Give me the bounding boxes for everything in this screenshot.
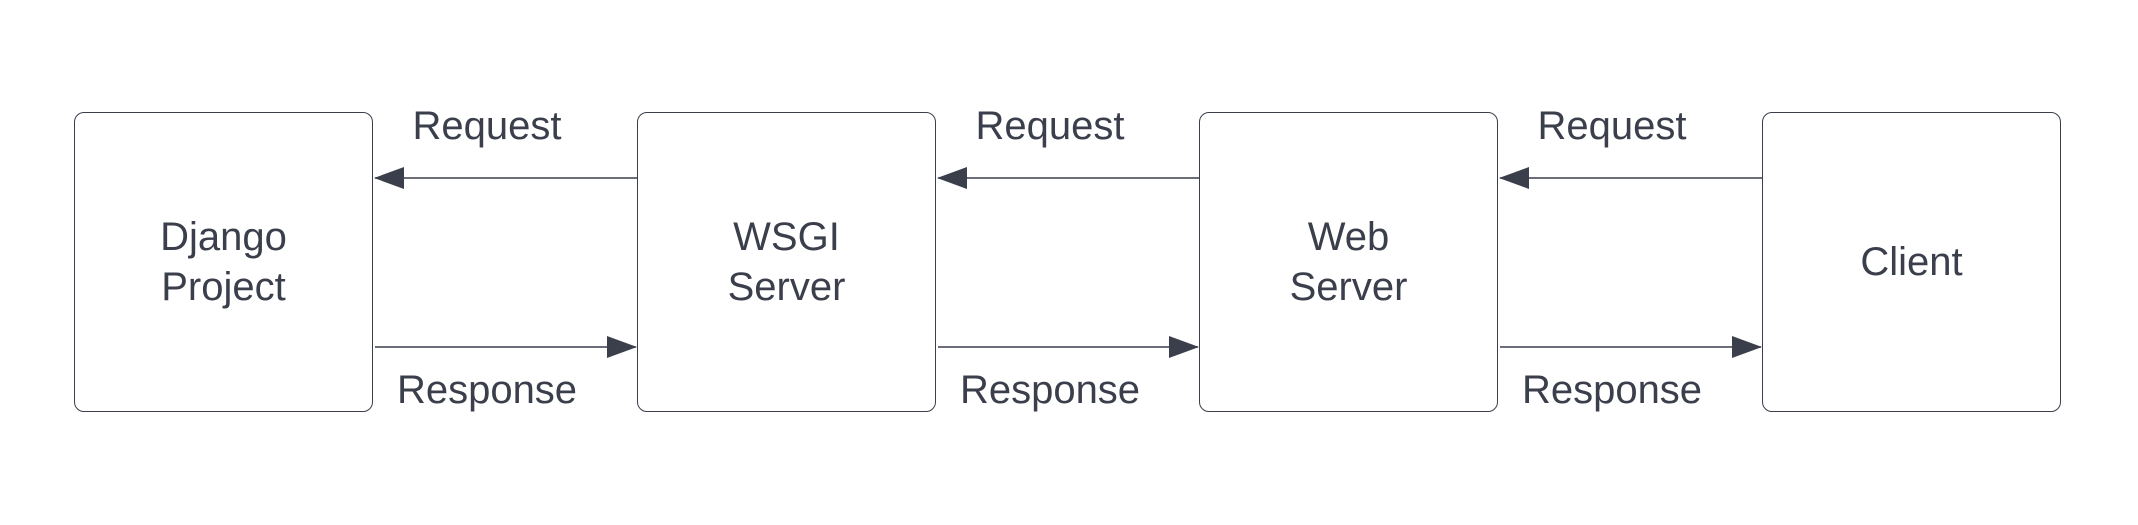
response-label: Response [959, 368, 1141, 412]
request-label: Request [1537, 104, 1687, 148]
node-client: Client [1762, 112, 2061, 412]
node-label: Web Server [1289, 215, 1408, 309]
node-django-project: Django Project [74, 112, 373, 412]
request-label: Request [975, 104, 1125, 148]
response-label: Response [1521, 368, 1703, 412]
request-label: Request [412, 104, 562, 148]
node-web-server: Web Server [1199, 112, 1498, 412]
node-label: Client [1860, 240, 1963, 284]
node-label: WSGI Server [727, 215, 846, 309]
node-label: Django Project [160, 215, 287, 309]
node-wsgi-server: WSGI Server [637, 112, 936, 412]
response-label: Response [396, 368, 578, 412]
